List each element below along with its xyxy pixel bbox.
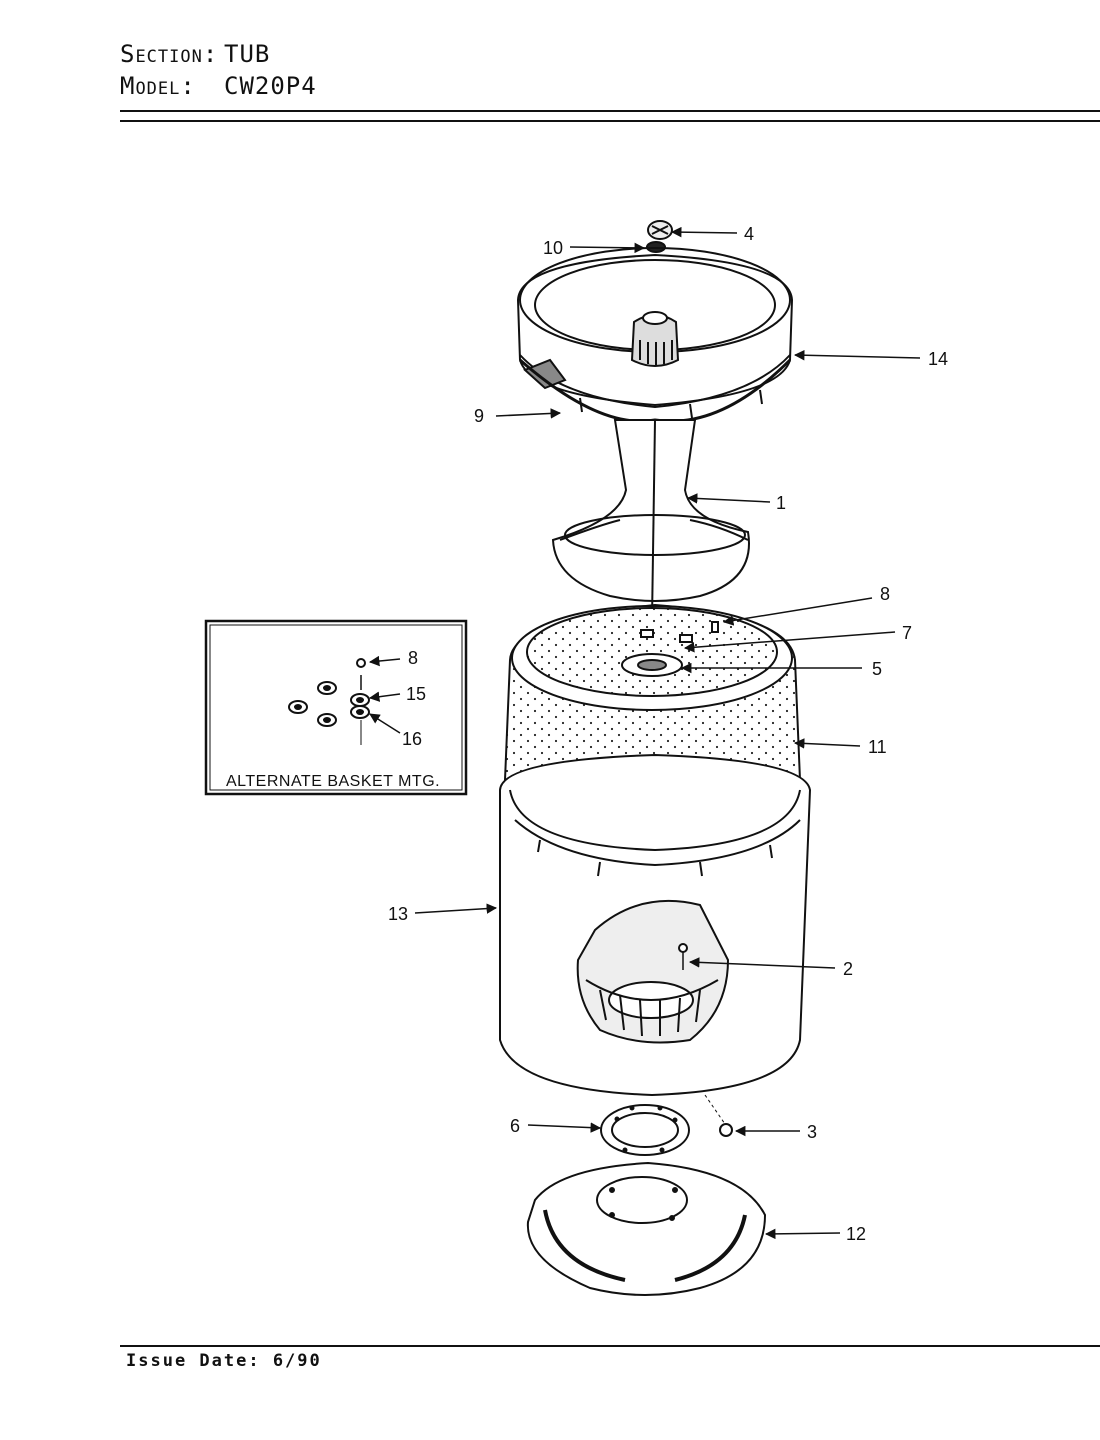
bolt-part <box>704 1094 733 1137</box>
callout-3: 3 <box>807 1122 817 1142</box>
header-rule-top <box>120 110 1100 112</box>
header-rule-bottom <box>120 120 1100 122</box>
footer-rule <box>120 1345 1100 1347</box>
seal-part <box>646 241 666 253</box>
callout-4: 4 <box>744 224 754 244</box>
model-line: Model: CW20P4 <box>120 70 317 102</box>
screw-part <box>678 943 688 970</box>
callout-14: 14 <box>928 349 948 369</box>
gasket-part <box>600 1104 690 1156</box>
callout-5: 5 <box>872 659 882 679</box>
callout-13: 13 <box>388 904 408 924</box>
callout-1: 1 <box>776 493 786 513</box>
model-label: Model: <box>120 72 196 100</box>
page-header: Section: TUB Model: CW20P4 <box>120 38 317 102</box>
hub-tube-part <box>551 419 750 621</box>
alternate-basket-inset <box>204 619 468 796</box>
issue-date: Issue Date: 6/90 <box>126 1351 322 1371</box>
section-value: TUB <box>224 40 271 68</box>
inset-title: ALTERNATE BASKET MTG. <box>226 773 440 790</box>
section-label: Section: <box>120 40 219 68</box>
inset-callout-15: 15 <box>406 684 426 704</box>
model-value: CW20P4 <box>224 72 317 100</box>
outer-tub-part <box>499 753 812 1097</box>
callout-8: 8 <box>880 584 890 604</box>
section-line: Section: TUB <box>120 38 317 70</box>
callout-9: 9 <box>474 406 484 426</box>
inset-washer-group <box>288 658 370 745</box>
base-plate-part <box>526 1161 767 1296</box>
inset-callout-16: 16 <box>402 729 422 749</box>
agitator-shaft-part <box>630 311 680 367</box>
callout-12: 12 <box>846 1224 866 1244</box>
callout-7: 7 <box>902 623 912 643</box>
callout-11: 11 <box>868 737 887 757</box>
callout-10: 10 <box>543 238 563 258</box>
callout-2: 2 <box>843 959 853 979</box>
inset-callout-8: 8 <box>408 648 418 668</box>
cap-part <box>647 220 673 240</box>
callout-6: 6 <box>510 1116 520 1136</box>
